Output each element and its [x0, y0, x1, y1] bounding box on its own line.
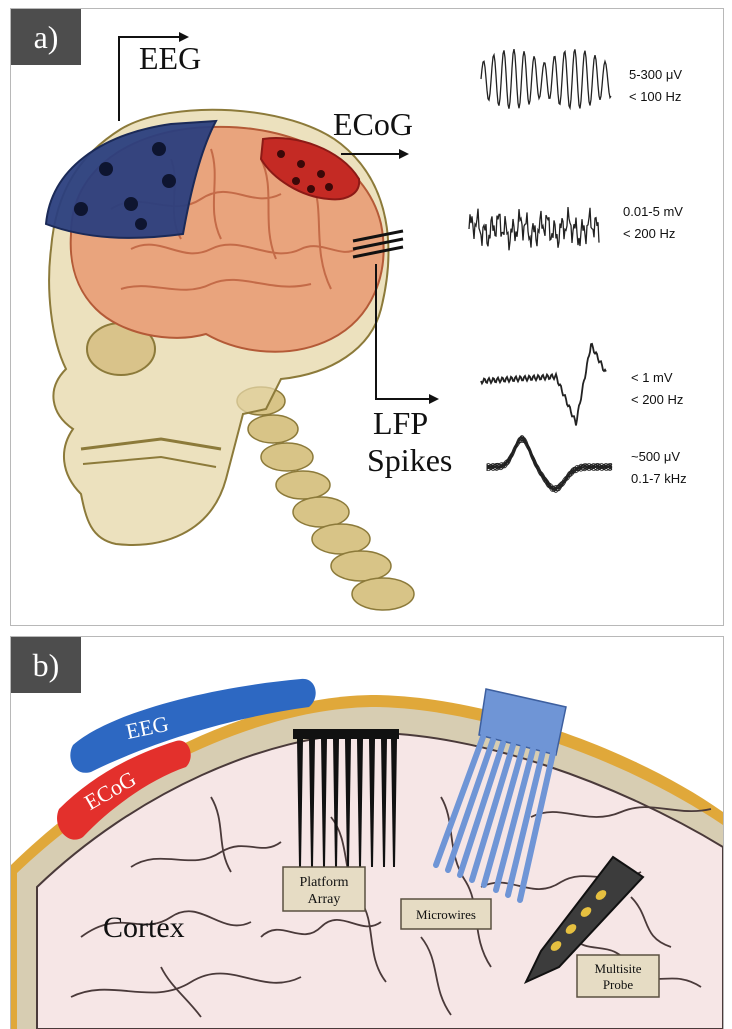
- microwires-label: Microwires: [416, 907, 476, 922]
- cortex-label: Cortex: [103, 911, 185, 944]
- ecog-trace: [469, 207, 599, 250]
- signal-1-amplitude: 5-300 μV: [629, 67, 682, 82]
- signal-4-amplitude: ~500 μV: [631, 449, 680, 464]
- panel-a: a): [10, 8, 724, 626]
- signal-annotations: 5-300 μV < 100 Hz 0.01-5 mV < 200 Hz < 1…: [623, 67, 687, 486]
- spikes-label: Spikes: [367, 442, 452, 478]
- signal-4-frequency: 0.1-7 kHz: [631, 471, 687, 486]
- eeg-trace: [481, 49, 611, 109]
- signal-2-frequency: < 200 Hz: [623, 226, 675, 241]
- signal-3-amplitude: < 1 mV: [631, 370, 673, 385]
- lfp-trace: [481, 344, 606, 426]
- panel-b-illustration: EEG ECoG: [11, 637, 723, 1029]
- multisite-probe-label-line2: Probe: [603, 977, 634, 992]
- multisite-probe-label-line1: Multisite: [595, 961, 642, 976]
- signal-2-amplitude: 0.01-5 mV: [623, 204, 683, 219]
- eeg-label: EEG: [139, 40, 201, 76]
- signal-3-frequency: < 200 Hz: [631, 392, 683, 407]
- panel-b: b) EEG ECoG: [10, 636, 724, 1029]
- signal-1-frequency: < 100 Hz: [629, 89, 681, 104]
- signal-traces: [469, 49, 612, 492]
- platform-array-label-line2: Array: [308, 892, 341, 907]
- ecog-label: ECoG: [333, 106, 413, 142]
- panel-a-illustration: EEG ECoG LFP Spikes 5-300 μV < 100 Hz 0.…: [11, 9, 723, 625]
- platform-array-label-line1: Platform: [300, 875, 349, 890]
- lfp-label: LFP: [373, 405, 428, 441]
